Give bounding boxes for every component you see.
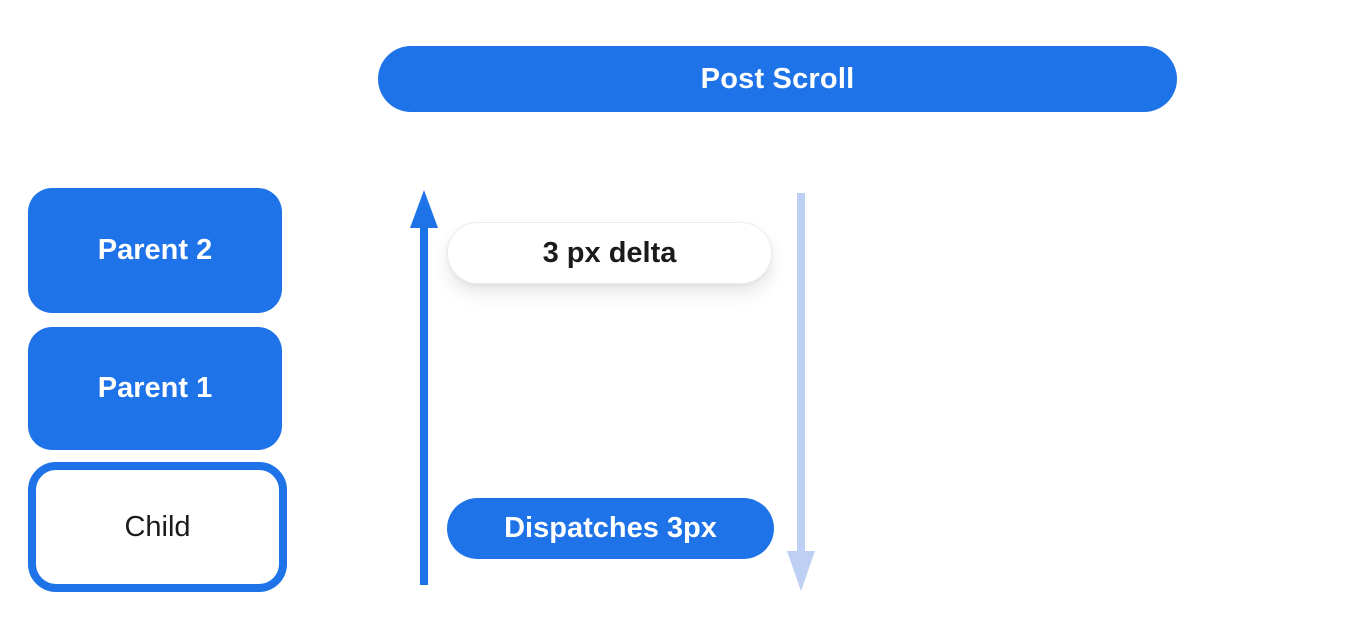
arrow-down-shaft: [797, 193, 805, 555]
post-scroll-label: Post Scroll: [700, 62, 855, 95]
dispatch-pill: Dispatches 3px: [447, 498, 774, 559]
parent2-box: Parent 2: [28, 188, 282, 313]
parent1-label: Parent 1: [97, 372, 213, 404]
arrow-up-shaft: [420, 224, 428, 585]
post-scroll-banner: Post Scroll: [378, 46, 1177, 112]
child-box: Child: [28, 462, 287, 592]
parent2-label: Parent 2: [97, 234, 213, 266]
arrow-up-icon: [410, 190, 438, 585]
dispatch-pill-label: Dispatches 3px: [504, 512, 717, 544]
child-label: Child: [124, 510, 191, 543]
delta-pill-label: 3 px delta: [542, 236, 677, 269]
arrow-down-icon: [787, 193, 815, 591]
arrow-up-head: [410, 190, 438, 228]
arrow-down-head: [787, 551, 815, 591]
parent1-box: Parent 1: [28, 327, 282, 450]
delta-pill: 3 px delta: [447, 222, 772, 284]
